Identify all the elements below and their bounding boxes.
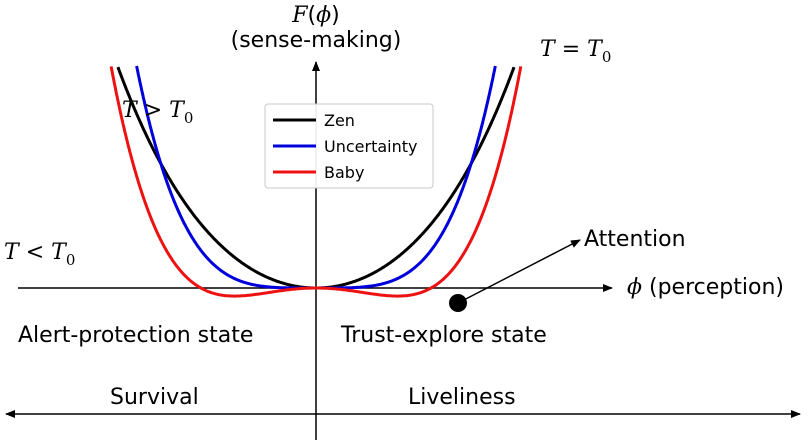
label-t-greater: T > T0 [122,98,193,127]
label-t-less: T < T0 [4,240,75,269]
attention-label: Attention [584,227,686,252]
attention-ball [449,294,467,312]
label-t-equals: T = T0 [540,37,611,66]
y-axis-subtitle: (sense-making) [231,28,402,53]
x-axis-label: ϕ (perception) [627,275,784,300]
legend: Zen Uncertainty Baby [264,103,434,189]
curve-baby [109,66,523,298]
attention-arrow [457,239,581,304]
curves-group [109,65,523,298]
state-left-label: Alert-protection state [18,323,253,348]
legend-label-baby: Baby [324,163,364,182]
liveliness-label: Liveliness [408,385,516,410]
legend-label-zen: Zen [324,111,355,130]
y-axis-symbol: F(ϕ) [291,3,339,28]
state-right-label: Trust-explore state [340,323,547,348]
legend-label-uncertainty: Uncertainty [324,137,417,156]
legend-box [264,103,434,189]
survival-label: Survival [110,385,199,410]
